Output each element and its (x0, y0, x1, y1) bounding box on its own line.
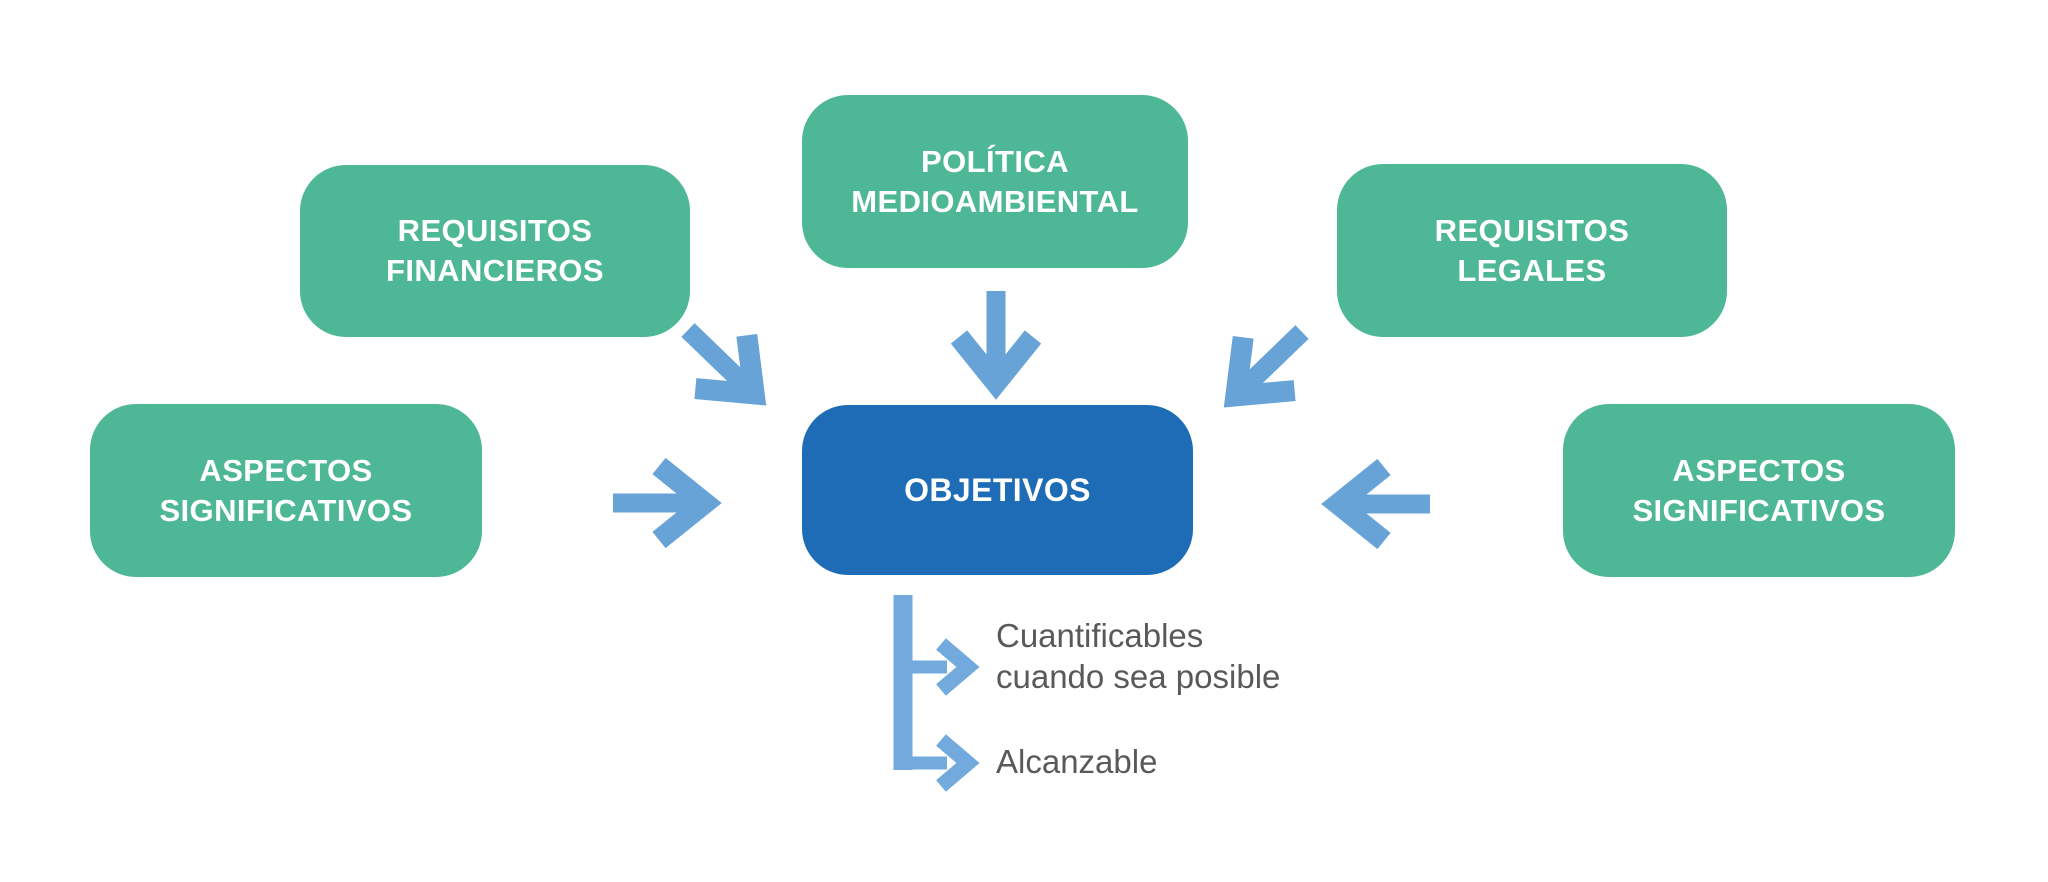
node-requisitos-financieros: REQUISITOS FINANCIEROS (300, 165, 690, 337)
node-label: ASPECTOS SIGNIFICATIVOS (159, 452, 413, 528)
node-label: REQUISITOS FINANCIEROS (386, 213, 604, 288)
note-cuantificables: Cuantificables cuando sea posible (996, 617, 1281, 695)
node-aspectos-significativos-right: ASPECTOS SIGNIFICATIVOS (1563, 404, 1955, 577)
note-alcanzable: Alcanzable (996, 743, 1158, 780)
node-objetivos: OBJETIVOS (802, 405, 1193, 575)
node-label: OBJETIVOS (904, 472, 1091, 508)
arrow-diagonal-from-financieros-icon (662, 303, 780, 420)
node-requisitos-legales: REQUISITOS LEGALES (1337, 164, 1727, 337)
node-label: POLÍTICA MEDIOAMBIENTAL (851, 143, 1139, 219)
node-aspectos-significativos-left: ASPECTOS SIGNIFICATIVOS (90, 404, 482, 577)
branch-arrow-cuantificables-icon (905, 644, 968, 690)
arrow-down-from-politica-icon (959, 291, 1033, 383)
node-label: REQUISITOS LEGALES (1434, 212, 1630, 288)
node-politica-medioambiental: POLÍTICA MEDIOAMBIENTAL (802, 95, 1188, 268)
branch-arrow-alcanzable-icon (905, 740, 968, 786)
arrow-left-from-aspectos-right-icon (1338, 467, 1430, 541)
arrow-diagonal-from-legales-icon (1210, 305, 1328, 422)
node-label: ASPECTOS SIGNIFICATIVOS (1632, 452, 1886, 528)
arrow-right-from-aspectos-left-icon (613, 466, 705, 540)
